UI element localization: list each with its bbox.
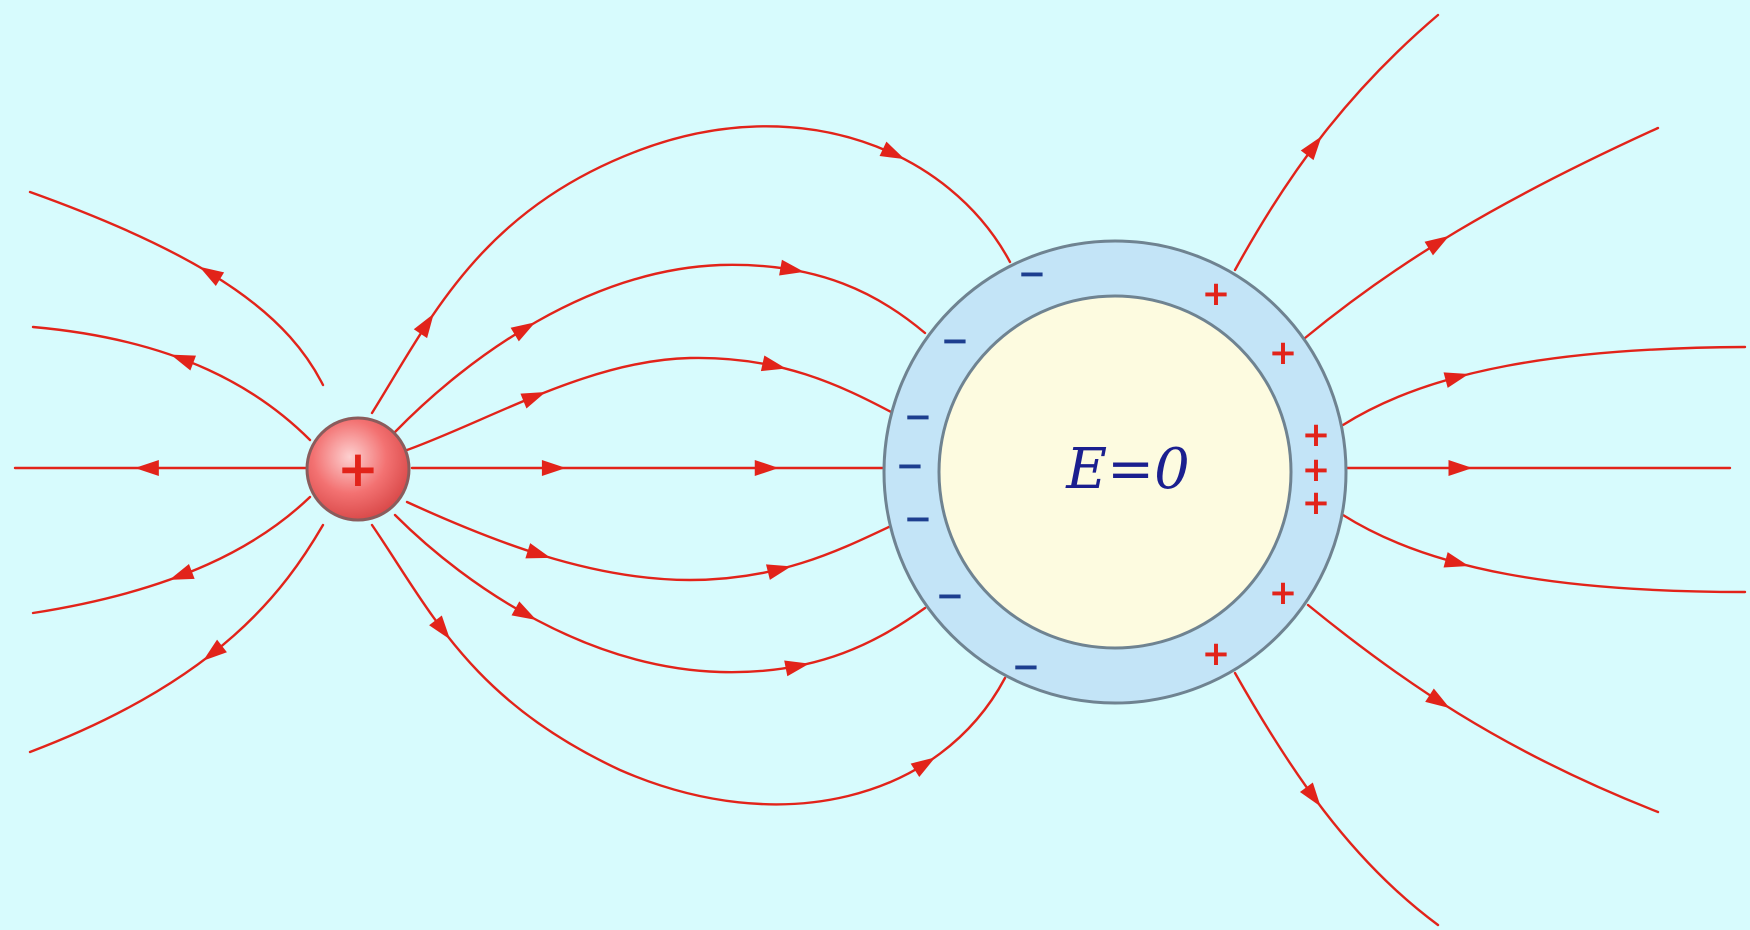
positive-charge-sign: + xyxy=(1269,573,1298,613)
right-field-lines xyxy=(1233,13,1747,927)
negative-charge-sign: − xyxy=(896,446,925,486)
field-arrowhead xyxy=(1443,372,1469,388)
field-line xyxy=(1341,345,1747,427)
zero-field-label: E=0 xyxy=(1065,437,1189,502)
field-arrowhead xyxy=(199,266,225,287)
field-line xyxy=(405,356,895,452)
field-line xyxy=(405,500,895,582)
field-arrowhead xyxy=(541,460,566,476)
field-arrowhead xyxy=(910,757,936,778)
field-line xyxy=(1303,126,1660,340)
field-arrowhead xyxy=(134,460,159,476)
field-line xyxy=(1233,671,1440,927)
field-arrowhead xyxy=(760,355,787,372)
field-line xyxy=(28,523,325,754)
field-arrowhead xyxy=(1443,552,1469,568)
field-arrowhead xyxy=(1299,782,1321,807)
field-line xyxy=(1306,603,1660,814)
field-arrowhead xyxy=(1424,235,1450,256)
negative-charge-sign: − xyxy=(1018,254,1047,294)
field-arrowhead xyxy=(525,543,551,559)
field-arrowhead xyxy=(510,322,536,342)
field-arrowhead xyxy=(169,563,195,580)
negative-charge-sign: − xyxy=(936,576,965,616)
field-line xyxy=(1233,13,1440,272)
point-charge-sign: + xyxy=(337,440,379,498)
field-line xyxy=(31,325,312,442)
shell-interior-cavity xyxy=(937,294,1293,650)
field-line xyxy=(31,495,312,615)
field-line xyxy=(393,263,927,434)
positive-charge-sign: + xyxy=(1302,483,1331,523)
point-charge: + xyxy=(305,416,411,522)
field-arrowhead xyxy=(1448,460,1473,476)
field-arrowhead xyxy=(511,601,537,620)
field-arrowhead xyxy=(784,660,810,677)
left-field-lines xyxy=(13,190,325,754)
negative-charge-sign: − xyxy=(904,397,933,437)
induced-negative-charges: − − − − − − − xyxy=(896,254,1047,687)
negative-charge-sign: − xyxy=(941,321,970,361)
negative-charge-sign: − xyxy=(1012,647,1041,687)
positive-charge-sign: + xyxy=(1202,634,1231,674)
induced-positive-charges: + + + + + + + xyxy=(1202,274,1331,674)
positive-charge-sign: + xyxy=(1202,274,1231,314)
field-arrowhead xyxy=(879,141,905,160)
field-arrowhead xyxy=(413,313,434,339)
field-arrowhead xyxy=(170,354,196,371)
field-arrowhead xyxy=(779,259,805,276)
field-direction-arrows xyxy=(134,136,1473,807)
field-arrowhead xyxy=(765,564,792,580)
field-line xyxy=(28,190,325,387)
field-line xyxy=(1341,513,1747,594)
field-arrowhead xyxy=(1425,688,1450,709)
field-arrowhead xyxy=(203,639,227,661)
positive-charge-sign: + xyxy=(1302,450,1331,490)
negative-charge-sign: − xyxy=(904,499,933,539)
point-charge-sphere xyxy=(305,416,411,522)
field-arrowhead xyxy=(754,460,779,476)
field-line xyxy=(393,513,927,674)
field-arrowhead xyxy=(1300,136,1322,161)
positive-charge-sign: + xyxy=(1302,415,1331,455)
field-arrowhead xyxy=(429,615,451,640)
field-arrowhead xyxy=(520,392,546,409)
conducting-shell: E=0 xyxy=(882,239,1348,705)
positive-charge-sign: + xyxy=(1269,333,1298,373)
